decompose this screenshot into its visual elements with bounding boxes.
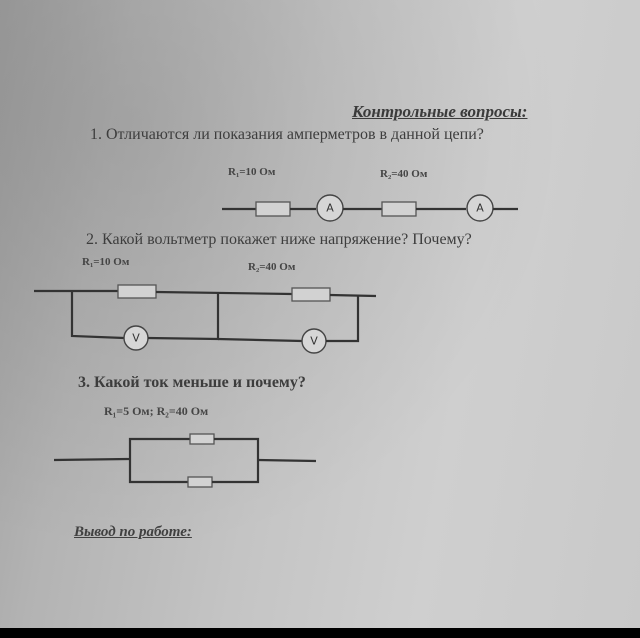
circuit-2-wire <box>329 293 377 298</box>
circuit-3-resistor-r1 <box>189 433 215 445</box>
question-2-text: 2. Какой вольтметр покажет ниже напряжен… <box>86 231 472 248</box>
circuit-3-lower-branch <box>212 460 260 484</box>
voltmeter-1-branch <box>147 293 220 341</box>
q2-r1-label: R₁=10 Ом <box>82 256 130 268</box>
question-3-text: 3. Какой ток меньше и почему? <box>78 374 306 391</box>
voltmeter-2-symbol: V <box>310 335 318 348</box>
q1-r2-label: R₂=40 Ом <box>380 168 428 180</box>
circuit-1-resistor-r2 <box>381 201 417 217</box>
ammeter-1-symbol: A <box>326 202 334 215</box>
conclusion-heading: Вывод по работе: <box>74 524 192 540</box>
voltmeter-2-branch <box>217 337 303 343</box>
circuit-3-parallel <box>53 433 317 488</box>
voltmeter-1-branch <box>70 292 125 340</box>
question-1-text: 1. Отличаются ли показания амперметров в… <box>90 126 484 143</box>
voltmeter-2-branch <box>326 296 360 343</box>
circuit-3-resistor-r2 <box>187 476 213 488</box>
circuit-2-wire <box>155 290 293 296</box>
q3-resistor-labels: R₁=5 Ом; R₂=40 Ом <box>104 404 209 418</box>
circuit-2-resistor-r2 <box>291 287 331 302</box>
circuit-1-series: A A <box>222 194 518 222</box>
section-heading: Контрольные вопросы: <box>352 102 528 121</box>
q2-r2-label: R₂=40 Ом <box>248 261 296 273</box>
circuit-2-resistor-r1 <box>117 284 157 299</box>
circuit-2-voltmeters: V V <box>34 284 377 354</box>
circuit-1-resistor-r1 <box>255 201 291 217</box>
circuit-3-wire <box>257 458 317 463</box>
ammeter-2-symbol: A <box>476 202 484 215</box>
circuit-3-upper-branch <box>128 437 190 459</box>
circuit-3-wire <box>53 457 131 462</box>
q1-r1-label: R₁=10 Ом <box>228 166 276 178</box>
circuit-3-upper-branch <box>214 437 260 460</box>
circuit-3-lower-branch <box>128 459 188 484</box>
voltmeter-1-symbol: V <box>132 332 140 345</box>
